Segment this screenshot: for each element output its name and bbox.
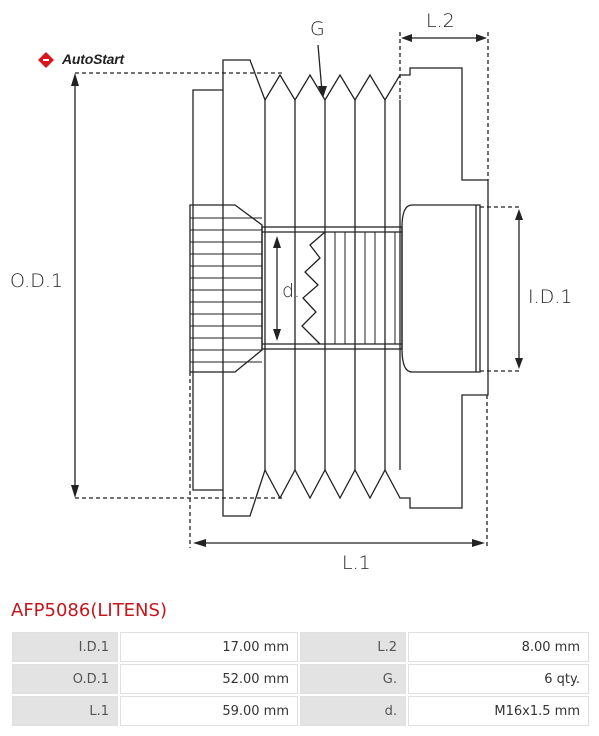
spec-key: I.D.1 (12, 632, 118, 662)
id-label: I.D.1 (528, 286, 573, 308)
spec-key: O.D.1 (12, 664, 118, 694)
spec-key: d. (300, 696, 406, 726)
part-title: AFP5086(LITENS) (11, 600, 167, 621)
spec-value: 59.00 mm (120, 696, 298, 726)
l1-label: L.1 (342, 552, 371, 574)
thread-profile (301, 231, 326, 345)
spec-value: 8.00 mm (408, 632, 589, 662)
specs-table: I.D.1 17.00 mm L.2 8.00 mm O.D.1 52.00 m… (10, 630, 591, 728)
table-row: O.D.1 52.00 mm G. 6 qty. (12, 664, 589, 694)
spec-value: 17.00 mm (120, 632, 298, 662)
od-label: O.D.1 (10, 270, 63, 292)
pulley-technical-drawing (38, 32, 523, 548)
spec-key: G. (300, 664, 406, 694)
d-label: d. (282, 280, 301, 302)
spec-value: 6 qty. (408, 664, 589, 694)
table-row: I.D.1 17.00 mm L.2 8.00 mm (12, 632, 589, 662)
spec-value: M16x1.5 mm (408, 696, 589, 726)
autostart-logo-mark (38, 52, 54, 68)
brand-name: AutoStart (62, 51, 124, 67)
spec-key: L.2 (300, 632, 406, 662)
l2-label: L.2 (426, 10, 455, 32)
spec-value: 52.00 mm (120, 664, 298, 694)
right-hub (401, 204, 481, 373)
g-label: G (310, 18, 325, 40)
table-row: L.1 59.00 mm d. M16x1.5 mm (12, 696, 589, 726)
spec-key: L.1 (12, 696, 118, 726)
brand-logo: AutoStart (58, 51, 124, 67)
